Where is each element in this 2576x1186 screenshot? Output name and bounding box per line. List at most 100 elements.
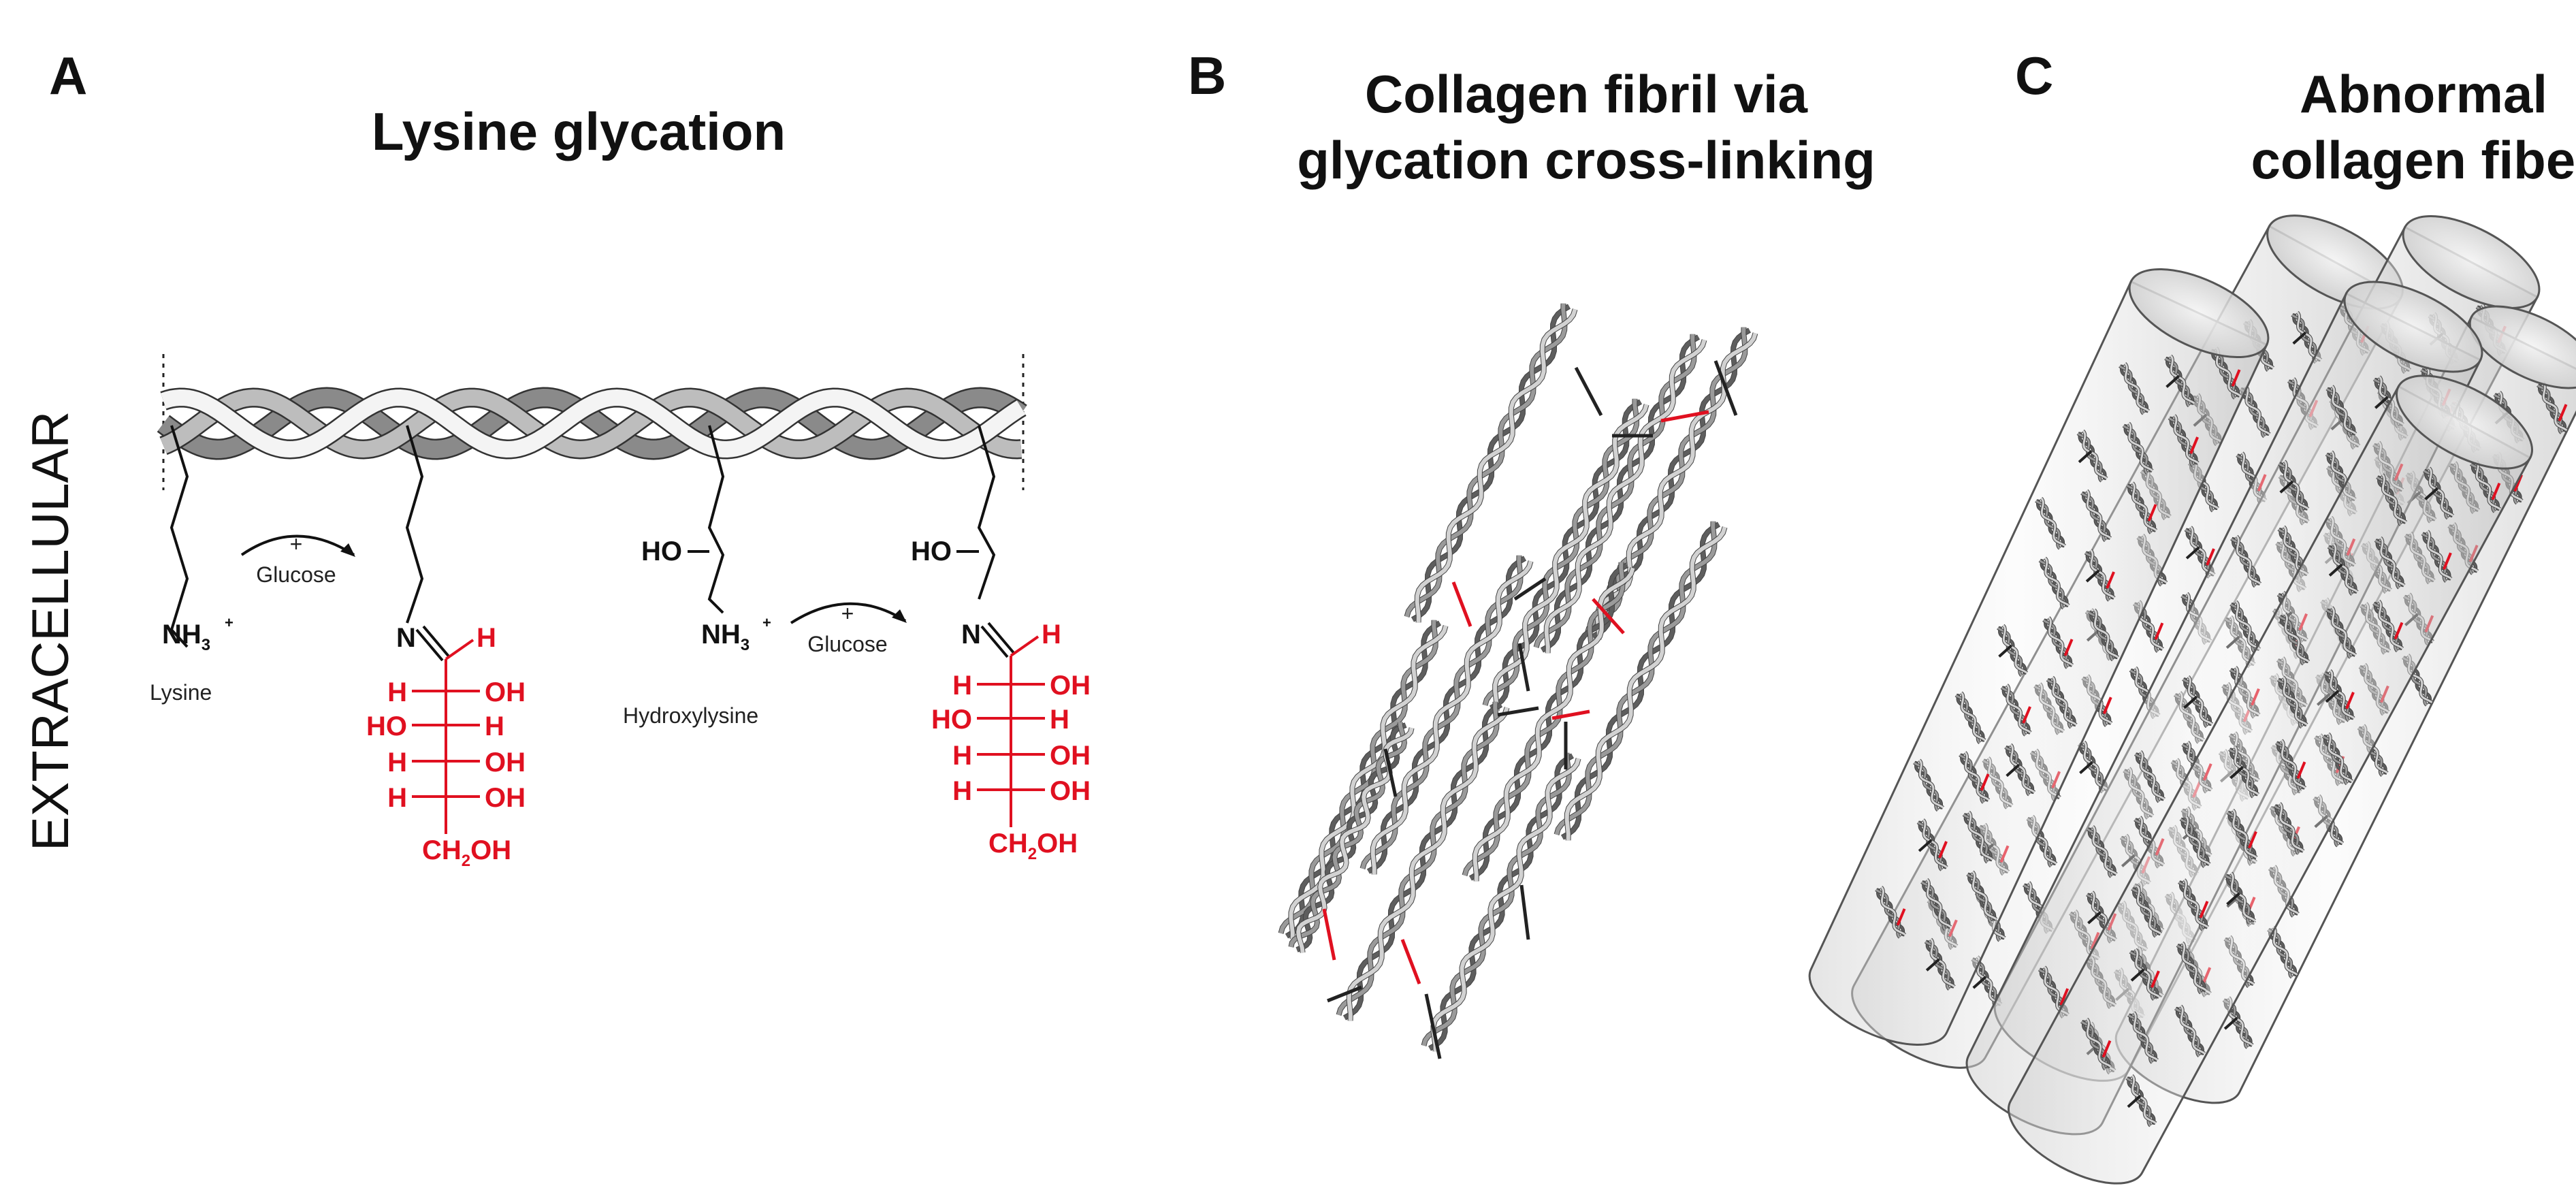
enzymatic-cross-link — [2279, 480, 2294, 494]
sugar-row-left: H — [387, 783, 407, 813]
fiber-molecule — [2131, 884, 2162, 938]
glycation-cross-link — [2063, 639, 2074, 656]
fiber-molecule — [2267, 925, 2298, 979]
sugar-chain-rows-2: H OH HO H H OH H OH — [931, 671, 1091, 806]
enzymatic-cross-link — [2325, 690, 2340, 703]
fiber-molecule — [2278, 460, 2310, 513]
panel-b-letter: B — [1188, 46, 1226, 106]
fiber-molecule — [2275, 739, 2306, 792]
fiber-molecule — [2088, 608, 2120, 662]
glycation-cross-link — [2102, 696, 2112, 714]
tropocollagen-molecule — [1533, 334, 1707, 654]
sugar-row: H OH — [387, 748, 526, 778]
fiber-molecule — [2273, 802, 2305, 855]
sugar-row-right: H — [485, 711, 504, 741]
sugar-row-right: OH — [1050, 671, 1091, 701]
hydroxylysine-amine: NH3 — [701, 620, 750, 654]
glucose-reaction-arrow-2: + Glucose — [790, 601, 907, 656]
fiber-molecule — [2423, 466, 2454, 520]
tropocollagen-molecule — [1462, 562, 1636, 882]
imine-bond-line-double — [987, 622, 1016, 655]
fiber-molecule — [2179, 815, 2211, 868]
fiber-molecule — [2176, 941, 2208, 995]
enzymatic-cross-link — [2229, 766, 2244, 780]
glycation-cross-link — [2022, 706, 2031, 724]
lysine-name: Lysine — [150, 680, 212, 705]
enzymatic-cross-link — [1519, 884, 1530, 940]
glycation-cross-link — [2151, 970, 2160, 989]
glycation-cross-link — [1938, 841, 1948, 859]
fiber-molecule — [1959, 751, 1991, 804]
arrow-2-plus: + — [841, 601, 854, 626]
arrow-1-plus: + — [290, 532, 303, 556]
sugar-row-left: HO — [366, 711, 407, 741]
tropocollagen-molecule — [1404, 303, 1578, 623]
hydroxylysine-ho: HO — [641, 536, 682, 566]
enzymatic-cross-link — [2079, 761, 2093, 775]
glycated-hydroxylysine-top-h: H — [1042, 620, 1061, 650]
sugar-row: HO H — [366, 711, 504, 741]
arrow-1-reagent: Glucose — [256, 562, 336, 587]
fiber-molecule — [1916, 818, 1948, 871]
fiber-molecule — [2325, 385, 2357, 438]
fiber-end-cap — [2395, 374, 2534, 470]
glycated-hydroxylysine-nitrogen: N — [961, 620, 981, 650]
sugar-chain-rows-1: H OH HO H H OH H OH — [366, 677, 526, 813]
fiber-molecule — [2042, 616, 2074, 669]
fiber-end-cap — [2343, 281, 2483, 373]
fiber-molecule — [2000, 684, 2032, 737]
glycation-cross-link — [2102, 1040, 2112, 1058]
tropocollagen-molecule — [1336, 701, 1510, 1021]
fiber-molecule — [2086, 825, 2118, 878]
enzymatic-cross-link — [2223, 1016, 2238, 1030]
enzymatic-cross-link — [2127, 1095, 2142, 1108]
fiber-molecule — [2122, 421, 2154, 475]
glycation-cross-link — [2154, 622, 2164, 640]
enzymatic-cross-link — [2130, 968, 2145, 982]
fibril-cylinder — [1808, 268, 2270, 1046]
glycated-lysine-terminal: CH2OH — [422, 835, 511, 870]
collagen-triple-helix — [157, 387, 1027, 460]
fiber-molecule — [2038, 556, 2070, 610]
fiber-molecule — [2076, 430, 2108, 483]
fiber-molecule — [2174, 1004, 2206, 1057]
glycation-cross-link — [2491, 482, 2501, 500]
panel-c: C Abnormal collagen fiber — [1808, 46, 2576, 1185]
imine-bond-line — [980, 625, 1009, 658]
lysine-structure: NH3 + Lysine — [150, 425, 234, 705]
enzymatic-cross-link — [2183, 696, 2197, 709]
enzymatic-cross-link — [2374, 396, 2389, 409]
fiber-end-cap — [2402, 214, 2541, 310]
sugar-row-right: OH — [1050, 776, 1091, 806]
fiber-molecule — [1913, 758, 1944, 812]
glycation-cross-link — [2248, 831, 2257, 849]
enzymatic-cross-link — [2166, 374, 2180, 388]
glycation-cross-link — [2231, 369, 2241, 387]
fiber-molecule — [2276, 675, 2308, 729]
glycation-cross-link — [1660, 410, 1709, 423]
fiber-molecule — [1875, 886, 1907, 939]
panel-a: A Lysine glycation EXTRACELLULAR NH3 + L… — [22, 46, 1091, 870]
glycation-cross-link — [1400, 939, 1421, 984]
hydroxylysine-structure: HO NH3 + Hydroxylysine — [623, 425, 771, 728]
fiber-molecule — [2421, 530, 2453, 583]
glycation-cross-link — [2558, 404, 2568, 421]
tropocollagen-molecule — [1482, 398, 1649, 711]
tropocollagen-molecule — [1421, 752, 1581, 1052]
enzymatic-cross-link — [2185, 546, 2200, 560]
enzymatic-cross-link — [1998, 644, 2012, 658]
sugar-row: H OH — [952, 776, 1091, 806]
fiber-molecule — [2084, 549, 2116, 602]
fiber-molecule — [2125, 1074, 2157, 1127]
enzymatic-cross-link — [1383, 748, 1398, 797]
panel-c-title-line-1: Abnormal — [2300, 64, 2547, 124]
sugar-row-right: H — [1050, 705, 1069, 735]
aldimine-bond — [1010, 635, 1040, 657]
hydroxylysine-charge: + — [762, 614, 771, 631]
sugar-row-right: OH — [1050, 741, 1091, 771]
sugar-row-right: OH — [485, 783, 526, 813]
enzymatic-cross-link — [1513, 577, 1547, 601]
helix-strand-dark — [158, 388, 1027, 459]
helix-strand-light — [161, 389, 1026, 458]
panel-b: B Collagen fibril via glycation cross-li… — [1188, 46, 1875, 1059]
